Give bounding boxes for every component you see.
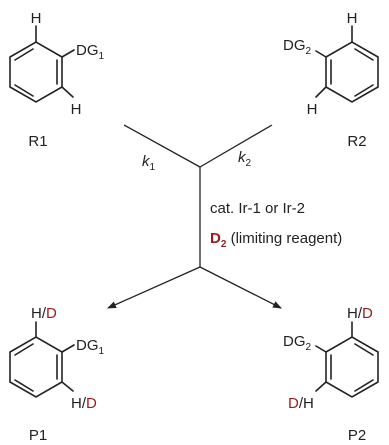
- product-p1: H/D DG1 H/D P1: [9, 305, 105, 444]
- atom-h-r1-top: H: [31, 10, 42, 27]
- bond-p1-bottom: [61, 381, 74, 392]
- benzene-ring-p1: [9, 336, 63, 398]
- bond-p2-bottom: [315, 381, 327, 392]
- label-p2-bottom: D/H: [288, 395, 314, 412]
- benzene-ring-r2: [325, 41, 379, 103]
- arrow-to-p1: [107, 266, 201, 309]
- bond-p2-dg: [315, 345, 327, 353]
- atom-h-r2-bottom: H: [307, 101, 318, 118]
- dg-label-r1: DG1: [76, 42, 105, 62]
- product-p2: H/D DG2 D/H P2: [283, 305, 379, 444]
- catalyst-conditions: cat. Ir-1 or Ir-2: [210, 200, 305, 217]
- converge-line-left: [123, 124, 201, 168]
- bond-r1-dg: [61, 49, 75, 58]
- benzene-ring-p2: [325, 336, 379, 398]
- bond-r2-dg: [315, 50, 327, 58]
- label-p2-top: H/D: [347, 305, 373, 322]
- rate-constant-k2: k2: [238, 149, 252, 169]
- converge-line-right: [199, 124, 273, 168]
- bond-r1-h-bottom: [61, 86, 74, 98]
- benzene-ring-r1: [9, 41, 63, 103]
- label-p1-bottom: H/D: [71, 395, 97, 412]
- compound-label-r1: R1: [28, 133, 47, 150]
- label-p1-top: H/D: [31, 305, 57, 322]
- dg-label-p2: DG2: [283, 333, 312, 353]
- atom-h-r1-bottom: H: [71, 101, 82, 118]
- bond-p1-dg: [61, 344, 75, 353]
- dg-label-r2: DG2: [283, 37, 312, 57]
- arrow-to-p2: [199, 266, 282, 309]
- deuterium-reagent: D2 (limiting reagent): [210, 230, 342, 250]
- compound-label-p1: P1: [29, 427, 47, 444]
- rate-constant-k1: k1: [142, 153, 156, 173]
- dg-label-p1: DG1: [76, 337, 105, 357]
- reactant-r2: H DG2 H R2: [283, 10, 379, 150]
- compound-label-r2: R2: [347, 133, 366, 150]
- compound-label-p2: P2: [348, 427, 366, 444]
- reactant-r1: H DG1 H R1: [9, 10, 105, 150]
- bond-r2-h-bottom: [315, 86, 327, 98]
- atom-h-r2-top: H: [347, 10, 358, 27]
